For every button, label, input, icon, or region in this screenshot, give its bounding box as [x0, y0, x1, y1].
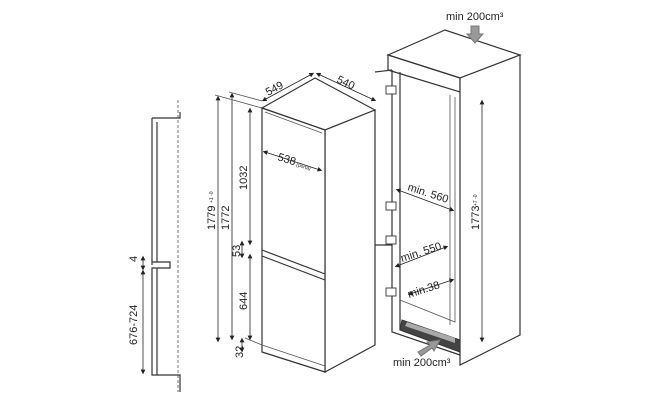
body-height-label: 1772 — [220, 206, 232, 230]
niche-height-tolerance: +7 -0 — [473, 194, 479, 206]
depth-label: 549 — [264, 79, 286, 98]
total-height-label: 1779 — [206, 206, 218, 230]
door-gap-label: 53 — [231, 245, 243, 257]
base-label: 32 — [234, 346, 246, 358]
lower-door-label: 644 — [238, 292, 250, 310]
vent-bottom-arrow-icon — [417, 339, 441, 357]
gap-top-label: 4 — [128, 256, 140, 262]
min-width-label: min. 560 — [406, 181, 450, 205]
niche-height-label: 1773 — [470, 206, 482, 230]
upper-door-label: 1032 — [238, 166, 250, 190]
min-depth-label: min. 550 — [399, 240, 443, 264]
min-rear-gap-label: min.38 — [406, 279, 441, 301]
door-width-label: 538 — [276, 151, 297, 168]
vent-bottom-label: min 200cm³ — [393, 357, 451, 369]
appliance: 549 540 538 (porta) 1779 +1 -0 1772 1032… — [206, 72, 377, 374]
total-height-tolerance: +1 -0 — [209, 191, 215, 203]
vent-top-arrow-icon — [465, 25, 485, 44]
door-width-note: (porta) — [295, 162, 311, 172]
height-range-label: 676-724 — [128, 305, 140, 345]
cabinet-niche: min 200cm³ min 200cm³ min. 560 min. 550 … — [374, 11, 522, 369]
side-profile: 4 676-724 — [128, 100, 181, 392]
vent-top-label: min 200cm³ — [446, 11, 504, 23]
hinges — [385, 85, 397, 297]
